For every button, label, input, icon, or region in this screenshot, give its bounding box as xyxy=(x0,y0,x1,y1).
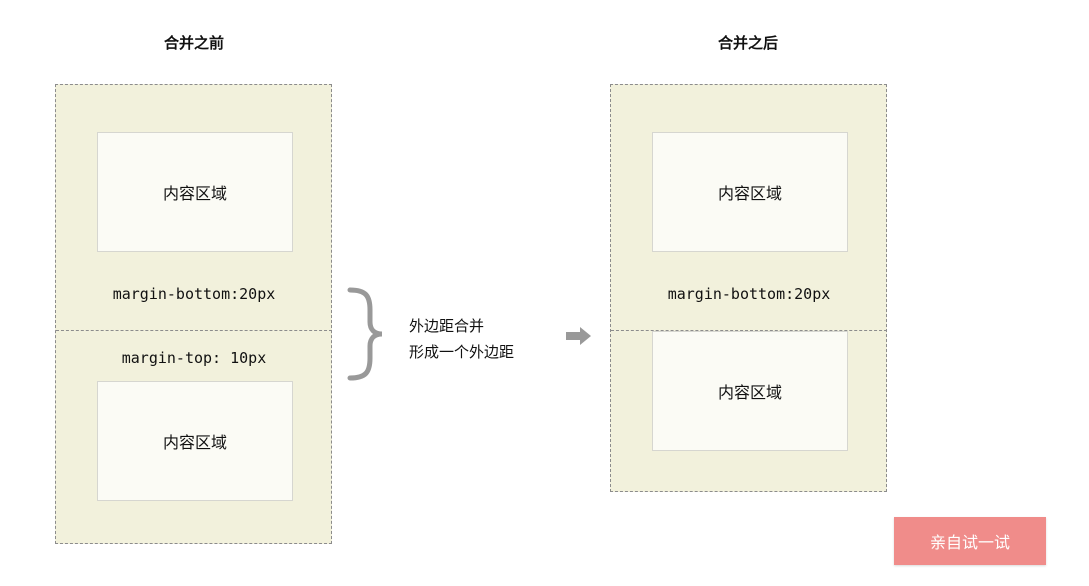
try-it-button[interactable]: 亲自试一试 xyxy=(894,517,1046,565)
after-title: 合并之后 xyxy=(717,34,778,52)
after-bottom-content-box: 内容区域 xyxy=(652,331,848,451)
before-bottom-content-label: 内容区域 xyxy=(162,433,227,452)
before-divider xyxy=(56,330,332,331)
after-divider xyxy=(611,330,887,331)
before-margin-bottom-label: margin-bottom:20px xyxy=(112,285,276,303)
merge-note: 外边距合并 形成一个外边距 xyxy=(409,313,514,365)
after-top-content-box: 内容区域 xyxy=(652,132,848,252)
merge-note-line-1: 外边距合并 xyxy=(409,317,485,335)
before-top-content-box: 内容区域 xyxy=(97,132,293,252)
after-top-content-label: 内容区域 xyxy=(717,184,782,203)
before-bottom-content-box: 内容区域 xyxy=(97,381,293,501)
before-diagram: 内容区域 margin-bottom:20px margin-top: 10px… xyxy=(55,84,332,544)
arrow-right-icon xyxy=(566,327,591,345)
before-margin-top-label: margin-top: 10px xyxy=(121,349,267,367)
before-top-content-label: 内容区域 xyxy=(162,184,227,203)
before-title: 合并之前 xyxy=(163,34,224,52)
after-margin-bottom-label: margin-bottom:20px xyxy=(667,285,831,303)
curly-brace-icon xyxy=(347,287,383,381)
after-diagram: 内容区域 margin-bottom:20px 内容区域 xyxy=(610,84,887,492)
after-bottom-content-label: 内容区域 xyxy=(717,383,782,402)
merge-note-line-2: 形成一个外边距 xyxy=(409,343,515,361)
